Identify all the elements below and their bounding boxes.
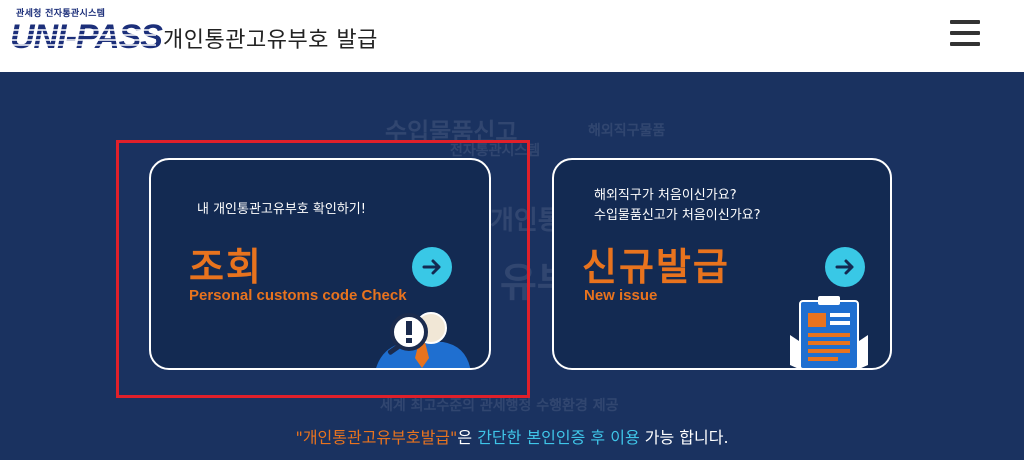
- magnifier-person-icon: [376, 312, 471, 368]
- notice-text-2: 가능 합니다.: [639, 428, 729, 447]
- logo-subtitle: 관세청 전자통관시스템: [16, 9, 106, 19]
- logo-text: UNI-PASS: [10, 18, 163, 56]
- header: 관세청 전자통관시스템 UNI-PASS 개인통관고유부호 발급: [0, 0, 1024, 72]
- new-issue-card[interactable]: 해외직구가 처음이신가요? 수입물품신고가 처음이신가요? 신규발급 New i…: [552, 158, 892, 370]
- notice-quoted-service: "개인통관고유부호발급": [295, 428, 458, 447]
- lookup-title: 조회: [189, 245, 263, 289]
- notice-text-1: 은: [457, 428, 478, 447]
- lookup-card[interactable]: 내 개인통관고유부호 확인하기! 조회 Personal customs cod…: [149, 158, 491, 370]
- hamburger-menu-icon[interactable]: [950, 20, 982, 50]
- bg-word: 세계 최고수준의 관세행정 수행환경 제공: [380, 398, 619, 414]
- new-issue-subtitle: New issue: [584, 287, 658, 304]
- lookup-description: 내 개인통관고유부호 확인하기!: [197, 202, 366, 217]
- highlight-box: [116, 140, 530, 398]
- notice-highlight: 간단한 본인인증 후 이용: [477, 428, 640, 447]
- arrow-right-icon[interactable]: [825, 247, 865, 287]
- new-issue-desc-line2: 수입물품신고가 처음이신가요?: [594, 208, 761, 223]
- bg-word: 전자통관시스템: [450, 143, 541, 159]
- new-issue-title: 신규발급: [582, 245, 730, 289]
- bg-word: 해외직구물품: [588, 123, 666, 139]
- new-issue-desc-line1: 해외직구가 처음이신가요?: [594, 188, 737, 203]
- bottom-notice: "개인통관고유부호발급"은 간단한 본인인증 후 이용 가능 합니다.: [0, 424, 1024, 448]
- unipass-logo[interactable]: 관세청 전자통관시스템 UNI-PASS: [6, 6, 163, 64]
- clipboard-document-icon: [790, 296, 868, 368]
- new-issue-description: 해외직구가 처음이신가요? 수입물품신고가 처음이신가요?: [594, 186, 761, 226]
- page-title: 개인통관고유부호 발급: [163, 28, 378, 53]
- lookup-subtitle: Personal customs code Check: [189, 287, 407, 304]
- arrow-right-icon[interactable]: [412, 247, 452, 287]
